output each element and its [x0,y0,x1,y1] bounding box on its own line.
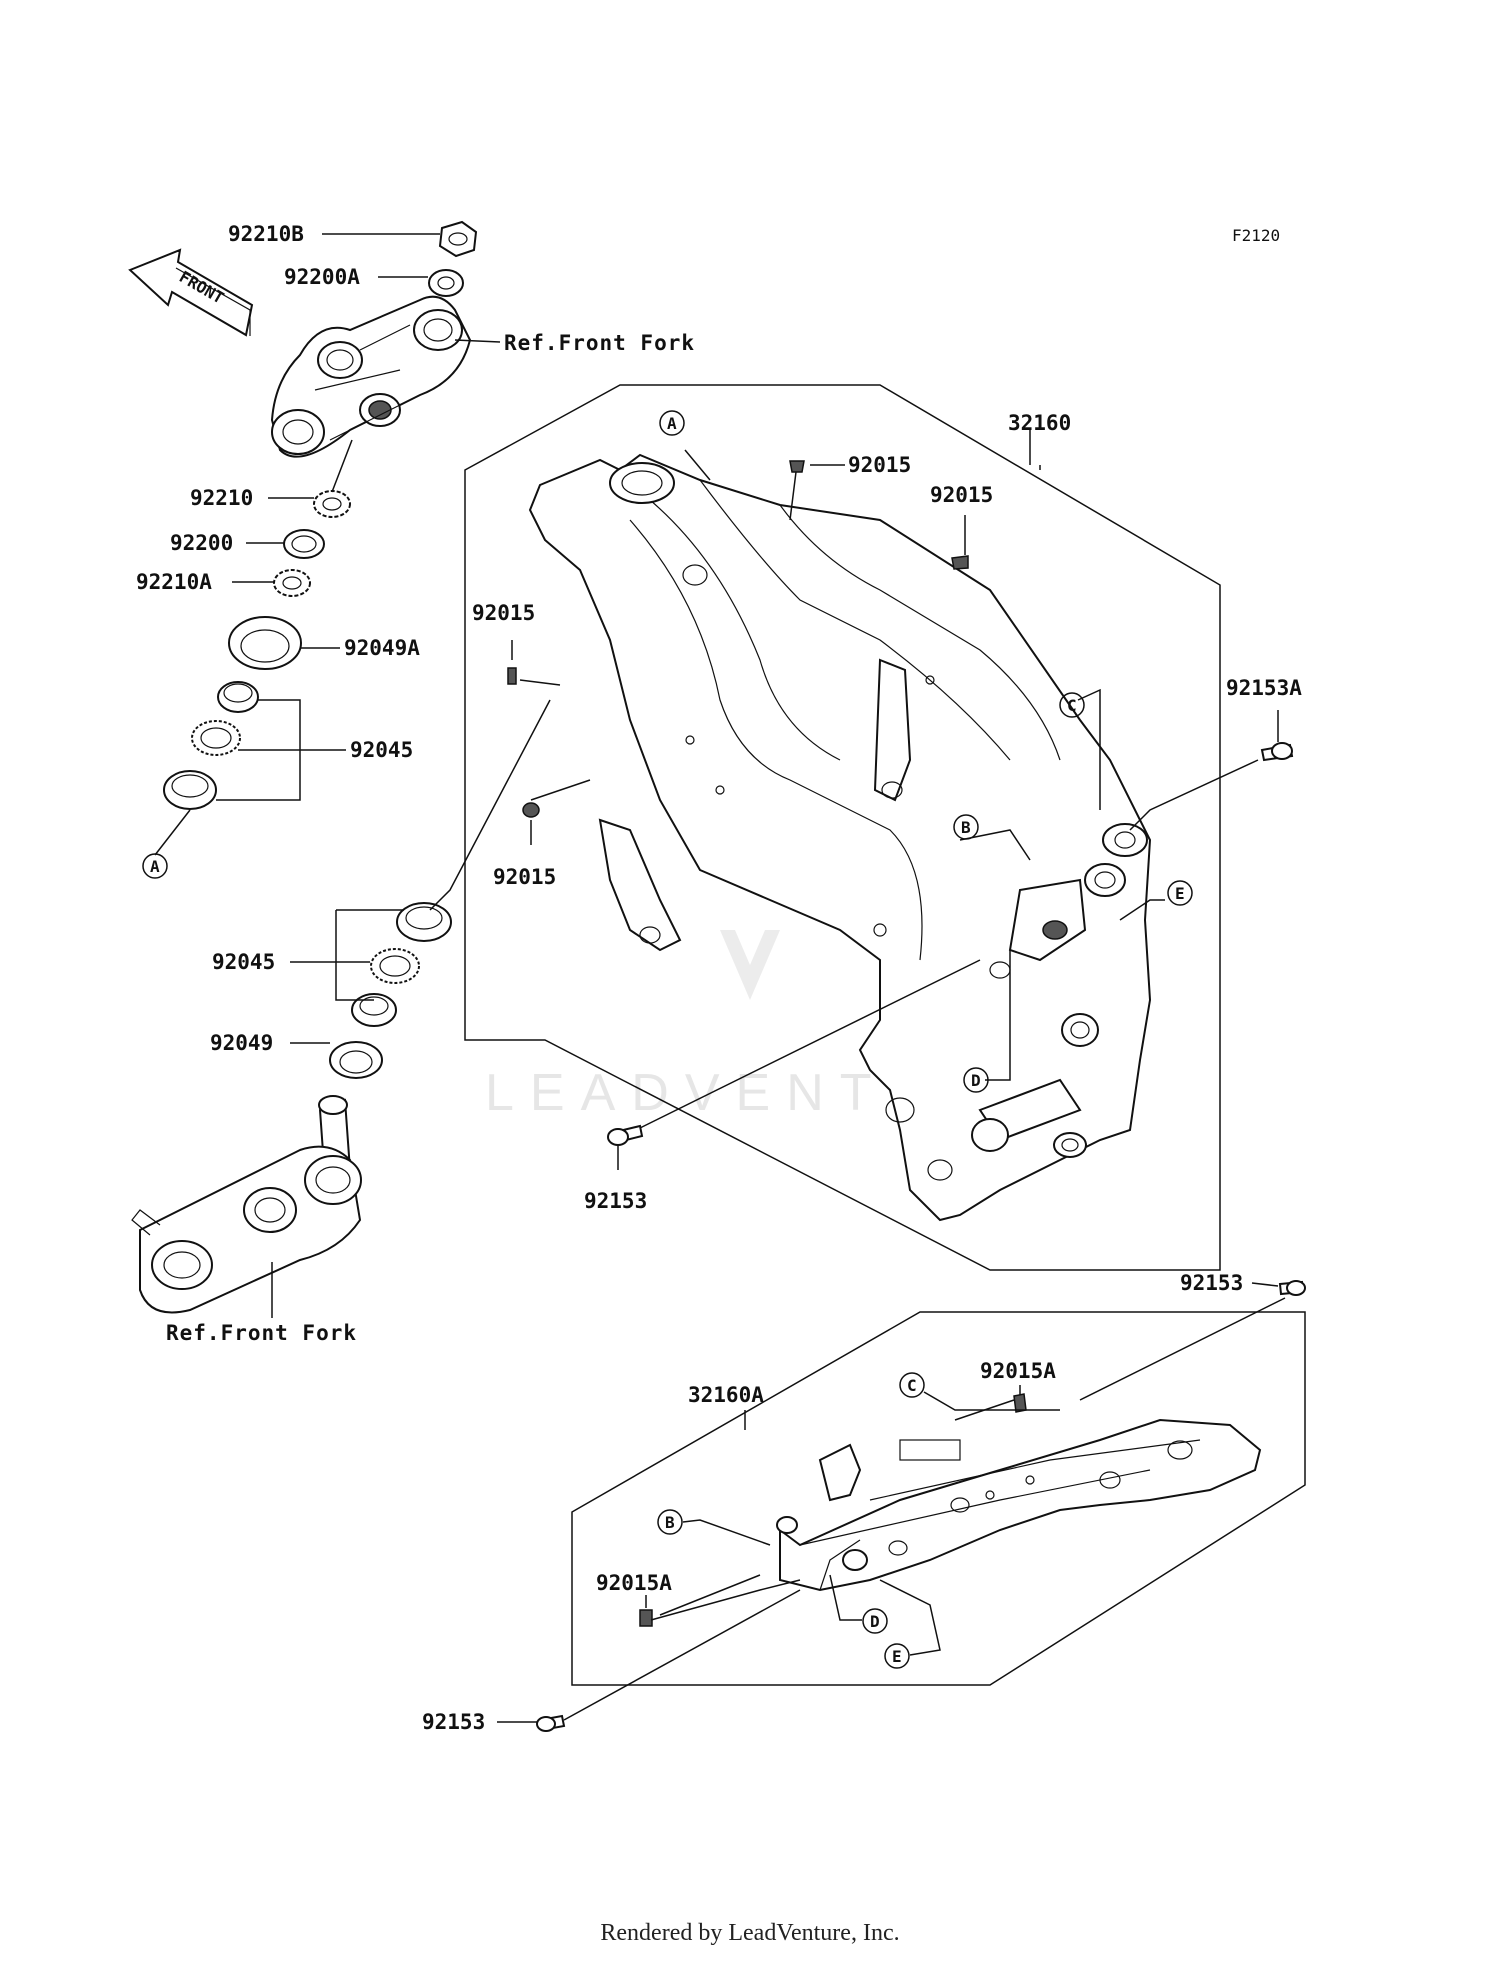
svg-text:C: C [1067,696,1077,715]
part-label-92210B: 92210B [228,222,304,246]
part-label-92015-lower: 92015 [493,865,556,889]
part-label-92210: 92210 [190,486,253,510]
ring-nut-92210A-icon [273,569,311,597]
washer-92200-icon [283,529,325,559]
nut-92210B-icon [438,220,478,258]
bearing-race-lower-icon [351,993,397,1027]
bolt-92153A-icon [1260,742,1294,762]
main-frame-group: 32160 92015 92015 92015 92015 92153A 921… [464,384,1302,1271]
bolt-92153-top-icon [1278,1280,1306,1296]
svg-text:A: A [150,857,160,876]
seal-92049-icon [329,1041,383,1079]
svg-text:E: E [892,1647,902,1666]
ref-front-fork-bottom: Ref.Front Fork [166,1321,357,1345]
part-label-92045-top: 92045 [350,738,413,762]
part-label-92153-top: 92153 [1180,1271,1243,1295]
washer-92200A-icon [428,269,464,297]
sub-frame-icon [776,1418,1262,1592]
part-label-92153-main: 92153 [584,1189,647,1213]
bolt-92015A-bottom-icon [639,1609,653,1627]
svg-text:B: B [665,1513,675,1532]
callout-A-left: A [142,853,168,879]
ring-nut-92210-icon [313,490,351,518]
front-arrow-icon: FRONT [128,248,254,337]
part-label-92153-bottom: 92153 [422,1710,485,1734]
svg-text:E: E [1175,884,1185,903]
part-label-92200A: 92200A [284,265,360,289]
bolt-92153-bottom-icon [536,1714,566,1732]
part-label-92153A: 92153A [1226,676,1302,700]
main-frame-icon [528,453,1152,1222]
diagram-code: F2120 [1232,226,1280,245]
part-label-92015A-top: 92015A [980,1359,1056,1383]
part-label-92015A-bottom: 92015A [596,1571,672,1595]
part-label-92210A: 92210A [136,570,212,594]
upper-triple-clamp-icon [270,295,472,458]
steering-stem-icon [131,1095,362,1314]
part-label-92049: 92049 [210,1031,273,1055]
part-label-32160A: 32160A [688,1383,764,1407]
bolt-92015-lower-icon [522,802,540,818]
bolt-92153-main-icon [607,1124,644,1146]
bolt-92015-left-icon [507,667,517,685]
svg-text:D: D [971,1071,981,1090]
bolt-92015-right-icon [951,555,969,570]
sub-frame-group: 32160A 92015A 92015A 92153 92153 C B D E [422,1271,1306,1734]
seal-92049A-icon [228,616,302,670]
part-label-92015-left: 92015 [472,601,535,625]
part-label-92015-top: 92015 [848,453,911,477]
callout-B-sub: B [657,1509,683,1535]
ref-front-fork-top: Ref.Front Fork [504,331,695,355]
callout-D-sub: D [862,1608,888,1634]
part-label-92015-right: 92015 [930,483,993,507]
callout-B-main: B [953,814,979,840]
steering-stem-group: 92210B 92200A Ref.Front Fork 92210 92200… [131,220,695,1345]
bearing-upper-icon [191,720,241,756]
callout-D-main: D [963,1067,989,1093]
svg-text:C: C [907,1376,917,1395]
callout-C-sub: C [899,1372,925,1398]
bearing-lower-icon [370,948,420,984]
callout-E-main: E [1167,880,1193,906]
part-label-92045-bottom: 92045 [212,950,275,974]
bearing-cup-upper-icon [163,770,217,810]
bearing-cup-lower-icon [396,902,452,942]
part-label-92049A: 92049A [344,636,420,660]
bolt-92015-top-icon [789,460,805,473]
callout-A-top: A [659,410,685,436]
svg-text:A: A [667,414,677,433]
callout-E-sub: E [884,1643,910,1669]
callout-C-main: C [1059,692,1085,718]
part-label-32160: 32160 [1008,411,1071,435]
part-label-92200: 92200 [170,531,233,555]
footer-credit: Rendered by LeadVenture, Inc. [600,1920,900,1946]
svg-text:B: B [961,818,971,837]
svg-text:D: D [870,1612,880,1631]
bearing-race-upper-icon [217,681,259,713]
